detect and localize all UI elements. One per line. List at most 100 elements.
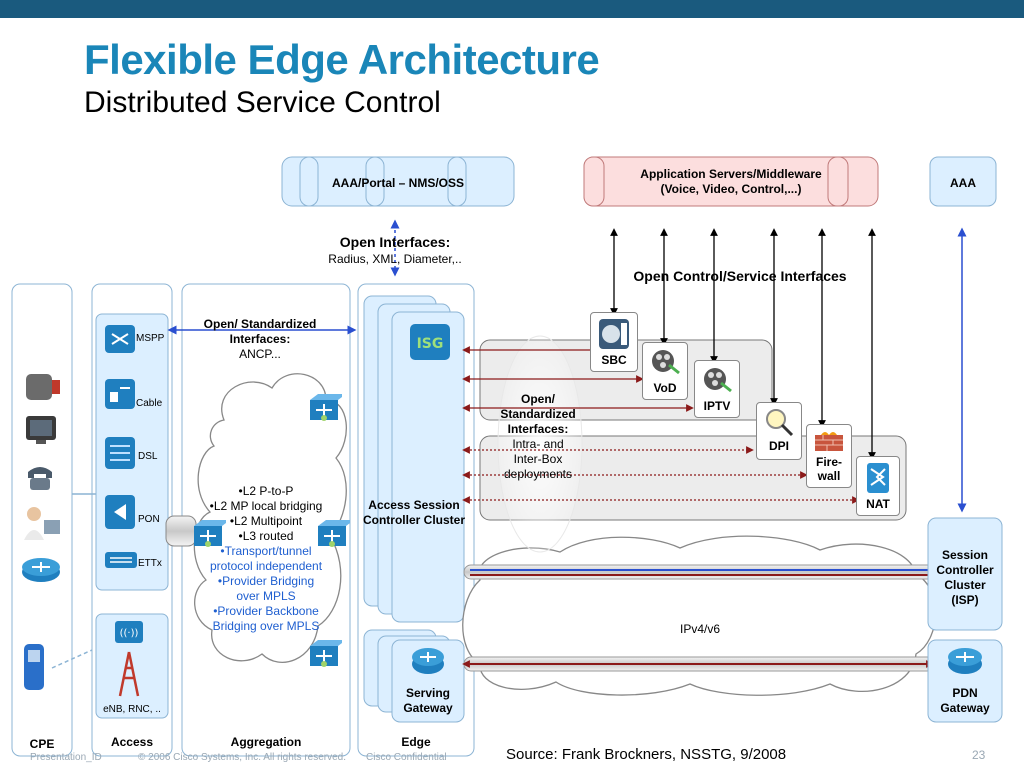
ipv-label: IPv4/v6 xyxy=(679,622,721,636)
pdn-label-2: Gateway xyxy=(940,701,990,715)
std-interfaces-line2: Interfaces: xyxy=(229,332,291,346)
agg-blue-5: •Provider Backbone xyxy=(213,604,319,618)
aggregation-router-icon-1 xyxy=(310,394,342,421)
nat-label: NAT xyxy=(866,497,890,511)
app-servers-label-1: Application Servers/Middleware xyxy=(640,167,822,181)
aaa-portal-box xyxy=(281,156,515,207)
inter-line6: deployments xyxy=(503,467,573,481)
inter-line1: Open/ xyxy=(520,392,555,406)
agg-blue-6: Bridging over MPLS xyxy=(212,619,320,633)
agg-bullet-1: •L2 P-to-P xyxy=(238,484,294,498)
firewall-box: Fire- wall xyxy=(806,424,852,488)
ettx-switch-icon xyxy=(105,552,137,568)
app-servers-label-2: (Voice, Video, Control,...) xyxy=(660,182,802,196)
aggregation-router-icon-3 xyxy=(318,520,350,547)
pdn-router-icon xyxy=(948,648,982,674)
footer-copyright: © 2006 Cisco Systems, Inc. All rights re… xyxy=(138,752,347,763)
inter-line5: Inter-Box xyxy=(513,452,563,466)
app-servers-box xyxy=(583,156,879,207)
access-pon-label: PON xyxy=(138,514,160,525)
aaa-label: AAA xyxy=(950,176,976,190)
open-interfaces-title: Open Interfaces: xyxy=(339,234,451,250)
agg-blue-2: protocol independent xyxy=(209,559,323,573)
agg-bullet-2: •L2 MP local bridging xyxy=(209,499,323,513)
inter-line2: Standardized xyxy=(500,407,576,421)
vod-film-icon xyxy=(652,350,680,375)
scc-label-4: (ISP) xyxy=(951,593,979,607)
dpi-label: DPI xyxy=(768,439,789,453)
aggregation-router-icon-2 xyxy=(194,520,226,547)
iptv-label: IPTV xyxy=(703,399,731,413)
scc-label-1: Session xyxy=(941,548,989,562)
agg-blue-1: •Transport/tunnel xyxy=(220,544,312,558)
mobile-phone-icon xyxy=(24,644,44,690)
agg-blue-3: •Provider Bridging xyxy=(217,574,315,588)
footer-confidential: Cisco Confidential xyxy=(366,752,447,763)
access-ettx-label: ETTx xyxy=(138,558,162,569)
firewall-icon xyxy=(815,432,843,451)
pdn-gateway-box xyxy=(927,639,1003,723)
inter-line3: Interfaces: xyxy=(507,422,569,436)
sgw-label-2: Gateway xyxy=(403,701,453,715)
page-number: 23 xyxy=(972,748,986,762)
open-interfaces-detail: Radius, XML, Diameter,.. xyxy=(328,252,462,266)
column-label-access: Access xyxy=(110,735,154,749)
serving-gateway-router-icon xyxy=(412,648,444,674)
nat-box: NAT xyxy=(856,456,900,516)
dpi-magnifier-icon xyxy=(766,409,794,437)
scc-label-2: Controller xyxy=(936,563,994,577)
dsl-icon xyxy=(105,437,135,469)
phone-icon xyxy=(28,467,52,490)
inter-line4: Intra- and xyxy=(512,437,564,451)
tv-icon xyxy=(26,416,56,444)
std-interfaces-detail: ANCP... xyxy=(239,347,281,361)
agg-blue-4: over MPLS xyxy=(236,589,296,603)
sbc-box: SBC xyxy=(590,312,638,372)
router-icon xyxy=(22,558,60,582)
column-label-cpe: CPE xyxy=(29,737,55,751)
sbc-icon xyxy=(599,319,629,349)
std-interfaces-line1: Open/ Standardized xyxy=(203,317,317,331)
session-controller-box xyxy=(927,517,1003,631)
access-dsl-label: DSL xyxy=(138,451,158,462)
svg-text:((·)): ((·)) xyxy=(120,628,139,639)
aggregation-cloud xyxy=(193,373,347,663)
nat-icon xyxy=(867,463,889,493)
cpe-column xyxy=(11,283,73,757)
footer-presentation-id: Presentation_ID xyxy=(30,752,102,763)
aaa-box xyxy=(929,156,997,207)
cell-tower-icon xyxy=(118,651,140,697)
mspp-icon xyxy=(105,325,135,353)
iptv-film-icon xyxy=(704,368,732,393)
asc-label-1: Access Session xyxy=(368,498,460,512)
column-label-edge: Edge xyxy=(401,735,431,749)
source-citation: Source: Frank Brockners, NSSTG, 9/2008 xyxy=(506,746,787,763)
slide-subtitle: Distributed Service Control xyxy=(84,86,441,119)
top-bar xyxy=(0,0,1024,18)
set-top-box-icon xyxy=(26,374,60,400)
vod-box: VoD xyxy=(642,342,688,400)
pdn-label-1: PDN xyxy=(952,686,978,700)
slide-title: Flexible Edge Architecture xyxy=(84,36,600,83)
aggregation-bullets: •L2 P-to-P •L2 MP local bridging •L2 Mul… xyxy=(196,484,336,634)
iptv-box: IPTV xyxy=(694,360,740,418)
column-label-aggregation: Aggregation xyxy=(230,735,302,749)
scc-label-3: Cluster xyxy=(944,578,986,592)
user-pc-icon xyxy=(24,507,60,540)
asc-label-2: Controller Cluster xyxy=(362,513,465,527)
sgw-label-1: Serving xyxy=(405,686,450,700)
agg-bullet-3: •L2 Multipoint xyxy=(229,514,303,528)
open-control-service-label: Open Control/Service Interfaces xyxy=(633,268,847,284)
agg-bullet-4: •L3 routed xyxy=(238,529,294,543)
sbc-label: SBC xyxy=(601,353,627,367)
access-mspp-label: MSPP xyxy=(136,333,165,344)
firewall-label-2: wall xyxy=(817,469,841,483)
isg-router-icon: ISG xyxy=(410,324,450,360)
aaa-portal-label: AAA/Portal – NMS/OSS xyxy=(331,176,465,190)
dpi-box: DPI xyxy=(756,402,802,460)
pon-icon xyxy=(105,495,135,529)
access-enb-label: eNB, RNC, .. xyxy=(103,704,161,715)
firewall-label-1: Fire- xyxy=(815,455,842,469)
vod-label: VoD xyxy=(653,381,677,395)
